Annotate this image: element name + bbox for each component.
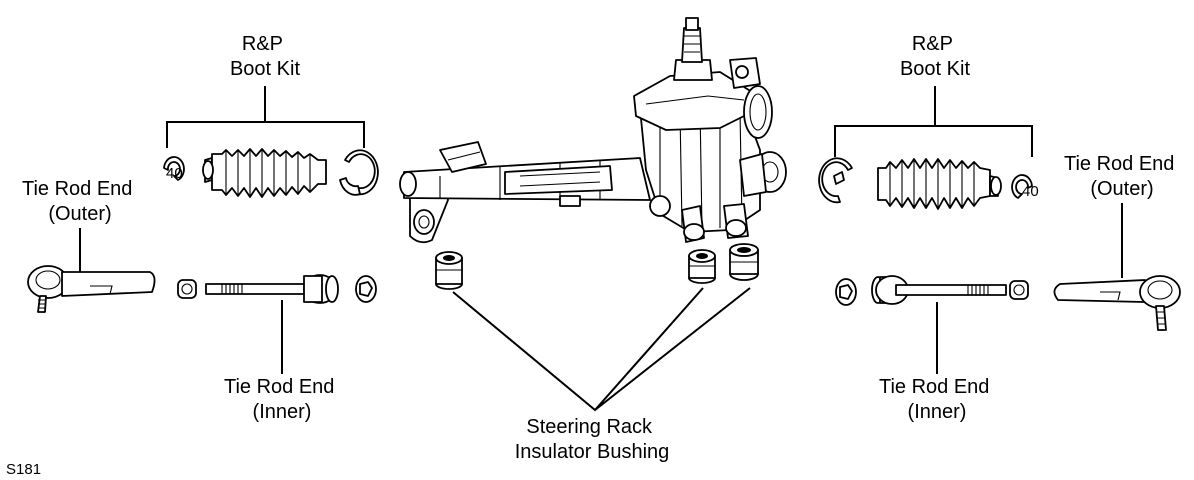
bushing-leader-lines [452, 287, 751, 412]
tie-rod-outer-left [27, 265, 156, 313]
tie-rod-outer-left-line2: (Outer) [48, 203, 111, 225]
tie-rod-inner-left [177, 274, 339, 304]
boot-clamp-large-left [339, 149, 379, 196]
boot-kit-left-label: R&P Boot Kit [230, 33, 300, 80]
boot-kit-right-line1: R&P [912, 33, 953, 55]
svg-text:40: 40 [1022, 183, 1039, 200]
steering-rack-assembly [399, 17, 787, 244]
insulator-bushing-1 [435, 251, 463, 290]
rp-boot-left [202, 148, 327, 198]
bushing-line1: Steering Rack [526, 416, 653, 438]
lock-washer-right [835, 278, 857, 306]
insulator-bushing-3 [729, 243, 759, 281]
bushing-label: Steering Rack Insulator Bushing [515, 416, 670, 463]
boot-kit-left-line1: R&P [242, 33, 283, 55]
tie-rod-inner-left-line1: Tie Rod End [224, 376, 334, 398]
tie-rod-inner-right-line2: (Inner) [908, 401, 967, 423]
tie-rod-inner-left-label: Tie Rod End (Inner) [224, 376, 340, 423]
tie-rod-outer-right-line2: (Outer) [1090, 178, 1153, 200]
tie-rod-outer-right [1053, 275, 1181, 331]
boot-clamp-small-right: 40 [1011, 174, 1039, 200]
boot-kit-right-label: R&P Boot Kit [900, 33, 970, 80]
tie-rod-outer-right-label: Tie Rod End (Outer) [1064, 153, 1180, 200]
figure-code: S181 [6, 461, 41, 478]
boot-kit-left-line2: Boot Kit [230, 58, 300, 80]
boot-kit-right-bracket [834, 86, 1033, 157]
tie-rod-outer-left-line1: Tie Rod End [22, 178, 132, 200]
tie-rod-inner-right-line1: Tie Rod End [879, 376, 989, 398]
rp-boot-right [877, 158, 1002, 210]
insulator-bushing-2 [688, 249, 716, 284]
tie-rod-inner-right [871, 275, 1029, 305]
bushing-line2: Insulator Bushing [515, 441, 670, 463]
svg-text:40: 40 [166, 165, 183, 182]
tie-rod-outer-left-label: Tie Rod End (Outer) [22, 178, 138, 225]
tie-rod-inner-right-label: Tie Rod End (Inner) [879, 376, 995, 423]
lock-washer-left [355, 275, 377, 303]
boot-kit-right-line2: Boot Kit [900, 58, 970, 80]
boot-kit-left-bracket [166, 86, 365, 148]
boot-clamp-small-left: 40 [163, 156, 185, 182]
tie-rod-outer-right-line1: Tie Rod End [1064, 153, 1174, 175]
tie-rod-inner-left-line2: (Inner) [253, 401, 312, 423]
boot-clamp-large-right [818, 157, 853, 204]
